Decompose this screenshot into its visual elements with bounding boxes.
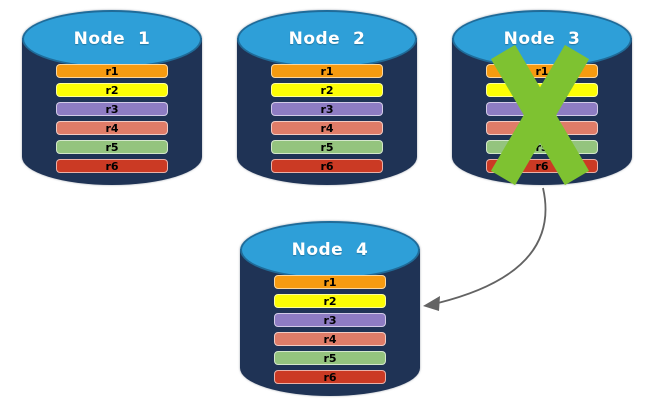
record-bar: r4 [271,121,383,135]
record-label: r5 [323,351,337,365]
node-label: Node 1 [73,29,151,49]
record-bar: r3 [274,313,386,327]
record-list: r1 r2 r3 r4 r5 r6 [274,275,386,384]
record-label: r3 [105,102,119,116]
record-label: r1 [535,64,549,78]
failover-arrow-line [437,187,547,304]
record-label: r5 [320,140,334,154]
cylinder-top: Node 1 [22,10,202,68]
record-bar: r1 [271,64,383,78]
record-bar: r1 [56,64,168,78]
db-node: Node 1 r1 r2 r3 r4 r5 r6 [22,7,202,185]
record-bar: r2 [274,294,386,308]
node-label: Node 3 [503,29,581,49]
record-list: r1 r2 r3 r4 r5 r6 [56,64,168,173]
record-bar: r5 [274,351,386,365]
record-bar: r4 [274,332,386,346]
record-bar: r4 [56,121,168,135]
record-label: r3 [320,102,334,116]
node-label: Node 2 [288,29,366,49]
record-bar: r3 [271,102,383,116]
record-bar: r5 [271,140,383,154]
record-label: r5 [535,140,549,154]
record-label: r1 [323,275,337,289]
record-list: r1 r2 r3 r4 r5 r6 [271,64,383,173]
record-label: r4 [105,121,119,135]
record-bar: r6 [56,159,168,173]
record-label: r2 [105,83,119,97]
record-label: r4 [323,332,337,346]
failover-arrowhead-icon [423,296,440,311]
record-bar: r6 [274,370,386,384]
record-bar: r5 [56,140,168,154]
record-bar: r2 [271,83,383,97]
record-label: r5 [105,140,119,154]
db-node: Node 4 r1 r2 r3 r4 r5 r6 [240,218,420,396]
cylinder-top: Node 4 [240,221,420,279]
record-label: r6 [320,159,334,173]
record-bar: r6 [271,159,383,173]
node-label: Node 4 [291,240,369,260]
record-label: r1 [105,64,119,78]
record-bar: r2 [56,83,168,97]
failure-x-icon [490,44,590,186]
record-bar: r3 [56,102,168,116]
record-label: r2 [323,294,337,308]
record-label: r2 [320,83,334,97]
record-label: r6 [105,159,119,173]
record-label: r3 [323,313,337,327]
record-label: r6 [323,370,337,384]
record-bar: r1 [274,275,386,289]
db-node: Node 2 r1 r2 r3 r4 r5 r6 [237,7,417,185]
record-label: r1 [320,64,334,78]
record-label: r6 [535,159,549,173]
cylinder-top: Node 2 [237,10,417,68]
record-label: r4 [320,121,334,135]
